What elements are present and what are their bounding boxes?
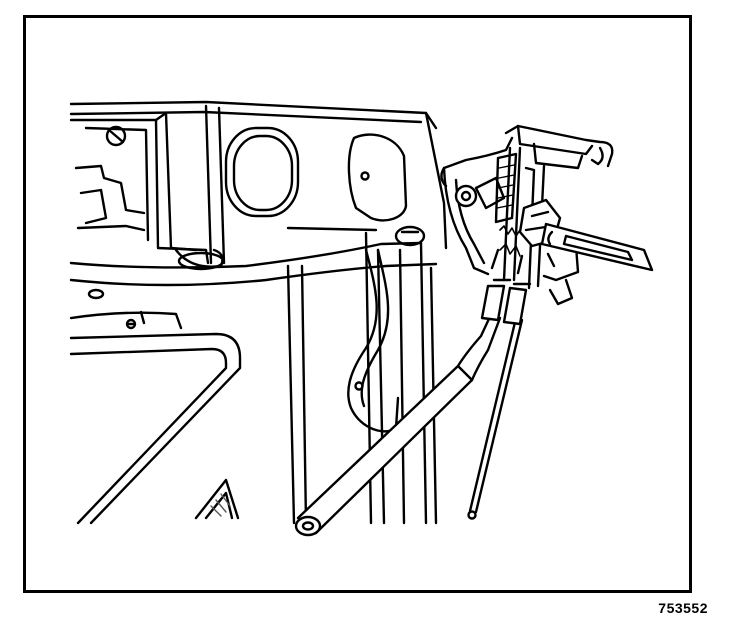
lock-cable	[467, 316, 524, 520]
door-inner-panel	[69, 100, 448, 330]
window-frame	[69, 310, 242, 525]
handle-rod	[294, 306, 502, 537]
door-rails	[286, 231, 438, 525]
figure-number: 753552	[658, 600, 708, 616]
diagram-frame	[23, 15, 692, 593]
latch-mount-plate	[347, 248, 400, 433]
release-lever	[540, 222, 654, 272]
lower-opening	[194, 478, 240, 520]
cable-fittings	[480, 248, 532, 326]
door-latch-assembly	[440, 124, 614, 306]
door-latch-cable-illustration	[69, 100, 654, 537]
